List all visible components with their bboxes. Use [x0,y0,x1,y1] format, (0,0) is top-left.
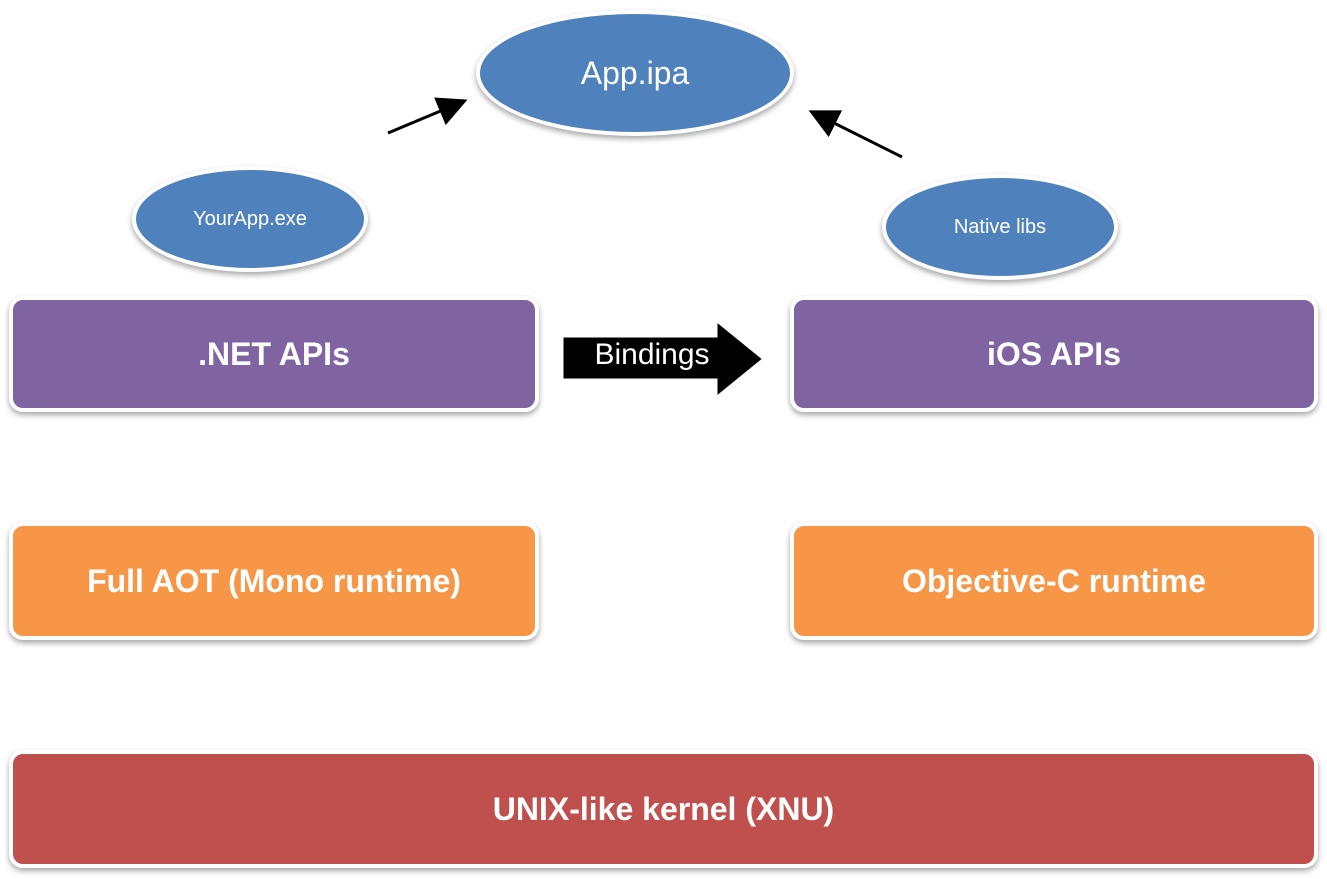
app-ipa-node: App.ipa [476,10,794,136]
your-app-exe-node: YourApp.exe [132,166,368,272]
net-apis-label: .NET APIs [198,335,350,372]
ios-apis-label: iOS APIs [987,335,1121,372]
full-aot-layer: Full AOT (Mono runtime) [9,522,539,640]
full-aot-label: Full AOT (Mono runtime) [87,562,461,599]
your-app-exe-label: YourApp.exe [193,207,307,230]
ios-apis-layer: iOS APIs [790,296,1318,412]
arrow-native-to-app [808,110,903,159]
kernel-label: UNIX-like kernel (XNU) [492,790,835,827]
native-libs-node: Native libs [882,174,1118,280]
app-ipa-label: App.ipa [580,54,690,91]
bindings-arrow [560,318,767,400]
objc-runtime-label: Objective-C runtime [901,562,1207,599]
bindings-label: Bindings [594,338,710,371]
net-apis-layer: .NET APIs [9,296,539,412]
kernel-layer: UNIX-like kernel (XNU) [9,750,1318,868]
arrow-yourapp-to-app [387,97,468,135]
native-libs-label: Native libs [953,215,1047,238]
objc-runtime-layer: Objective-C runtime [790,522,1318,640]
